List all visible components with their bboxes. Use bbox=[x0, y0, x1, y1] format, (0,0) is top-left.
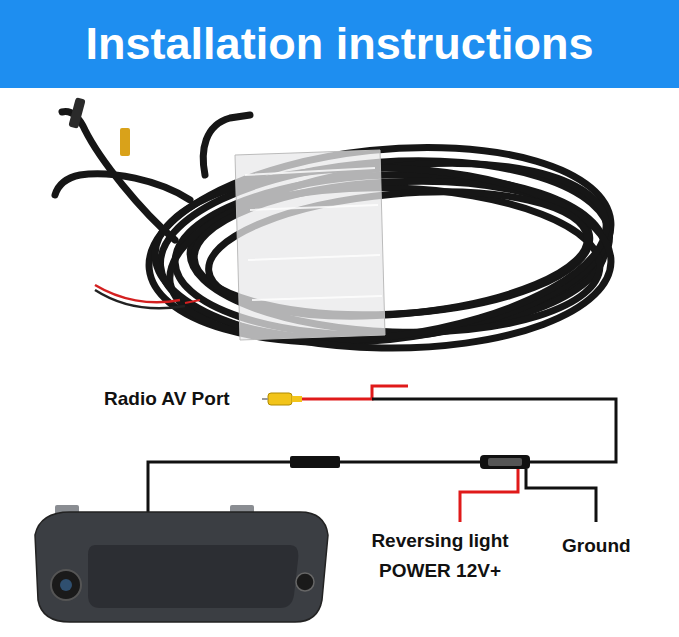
cable-coil bbox=[55, 112, 621, 366]
rca-plug bbox=[262, 393, 302, 405]
clear-tape bbox=[235, 150, 385, 340]
ground-label: Ground bbox=[562, 531, 631, 561]
title-banner bbox=[0, 0, 679, 88]
title: Installation instructions bbox=[0, 0, 679, 88]
power-label: Reversing light POWER 12V+ bbox=[352, 526, 528, 587]
cable-ends bbox=[68, 97, 200, 308]
splice-box bbox=[480, 455, 530, 469]
port-label: Radio AV Port bbox=[104, 384, 230, 414]
camera-handle bbox=[35, 505, 328, 622]
inline-connector bbox=[290, 456, 340, 468]
